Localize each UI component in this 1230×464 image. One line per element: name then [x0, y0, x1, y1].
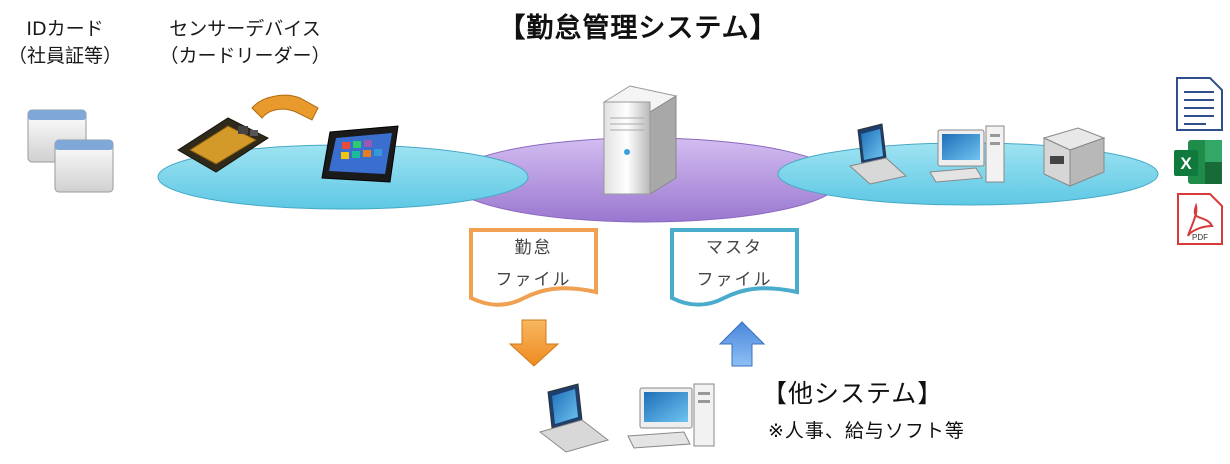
sensor-device-label-line2: （カードリーダー）	[159, 45, 331, 67]
server-icon	[602, 85, 678, 195]
pdf-label: PDF	[1192, 233, 1208, 242]
other-desktop-icon	[627, 383, 715, 449]
id-card-label-line2: （社員証等）	[7, 45, 122, 67]
sensor-device-label-line1: センサーデバイス	[169, 18, 321, 40]
master-file-line1: マスタ	[706, 238, 763, 258]
kintai-file-shape	[469, 228, 598, 307]
desktop-pc-icon	[929, 125, 1005, 183]
id-card-label-line1: IDカード	[26, 18, 104, 40]
other-system-note: ※人事、給与ソフト等	[768, 420, 965, 442]
other-system-title: 【他システム】	[762, 379, 944, 408]
master-file-shape	[670, 228, 799, 307]
arrow-down-orange	[508, 319, 560, 367]
printer-icon	[1042, 127, 1106, 187]
sensor-device-label: センサーデバイス （カードリーダー）	[150, 16, 340, 70]
arrow-up-blue	[718, 321, 766, 367]
system-title: 【勤怠管理システム】	[498, 13, 778, 44]
master-file-label: マスタ ファイル	[672, 232, 797, 296]
id-card-icon	[27, 109, 114, 193]
tablet-icon	[321, 125, 399, 183]
kintai-file-line1: 勤怠	[514, 238, 553, 258]
kintai-file-label: 勤怠 ファイル	[471, 232, 596, 296]
id-card-label: IDカード （社員証等）	[0, 16, 130, 70]
card-reader-icon	[177, 94, 319, 173]
other-laptop-icon	[538, 383, 610, 453]
master-file-line2: ファイル	[696, 270, 773, 290]
pdf-icon: PDF	[1177, 193, 1223, 245]
kintai-file-line2: ファイル	[495, 270, 572, 290]
laptop-icon	[848, 123, 908, 185]
excel-letter: X	[1180, 154, 1192, 173]
document-icon	[1176, 77, 1223, 131]
excel-icon: X	[1174, 140, 1222, 184]
